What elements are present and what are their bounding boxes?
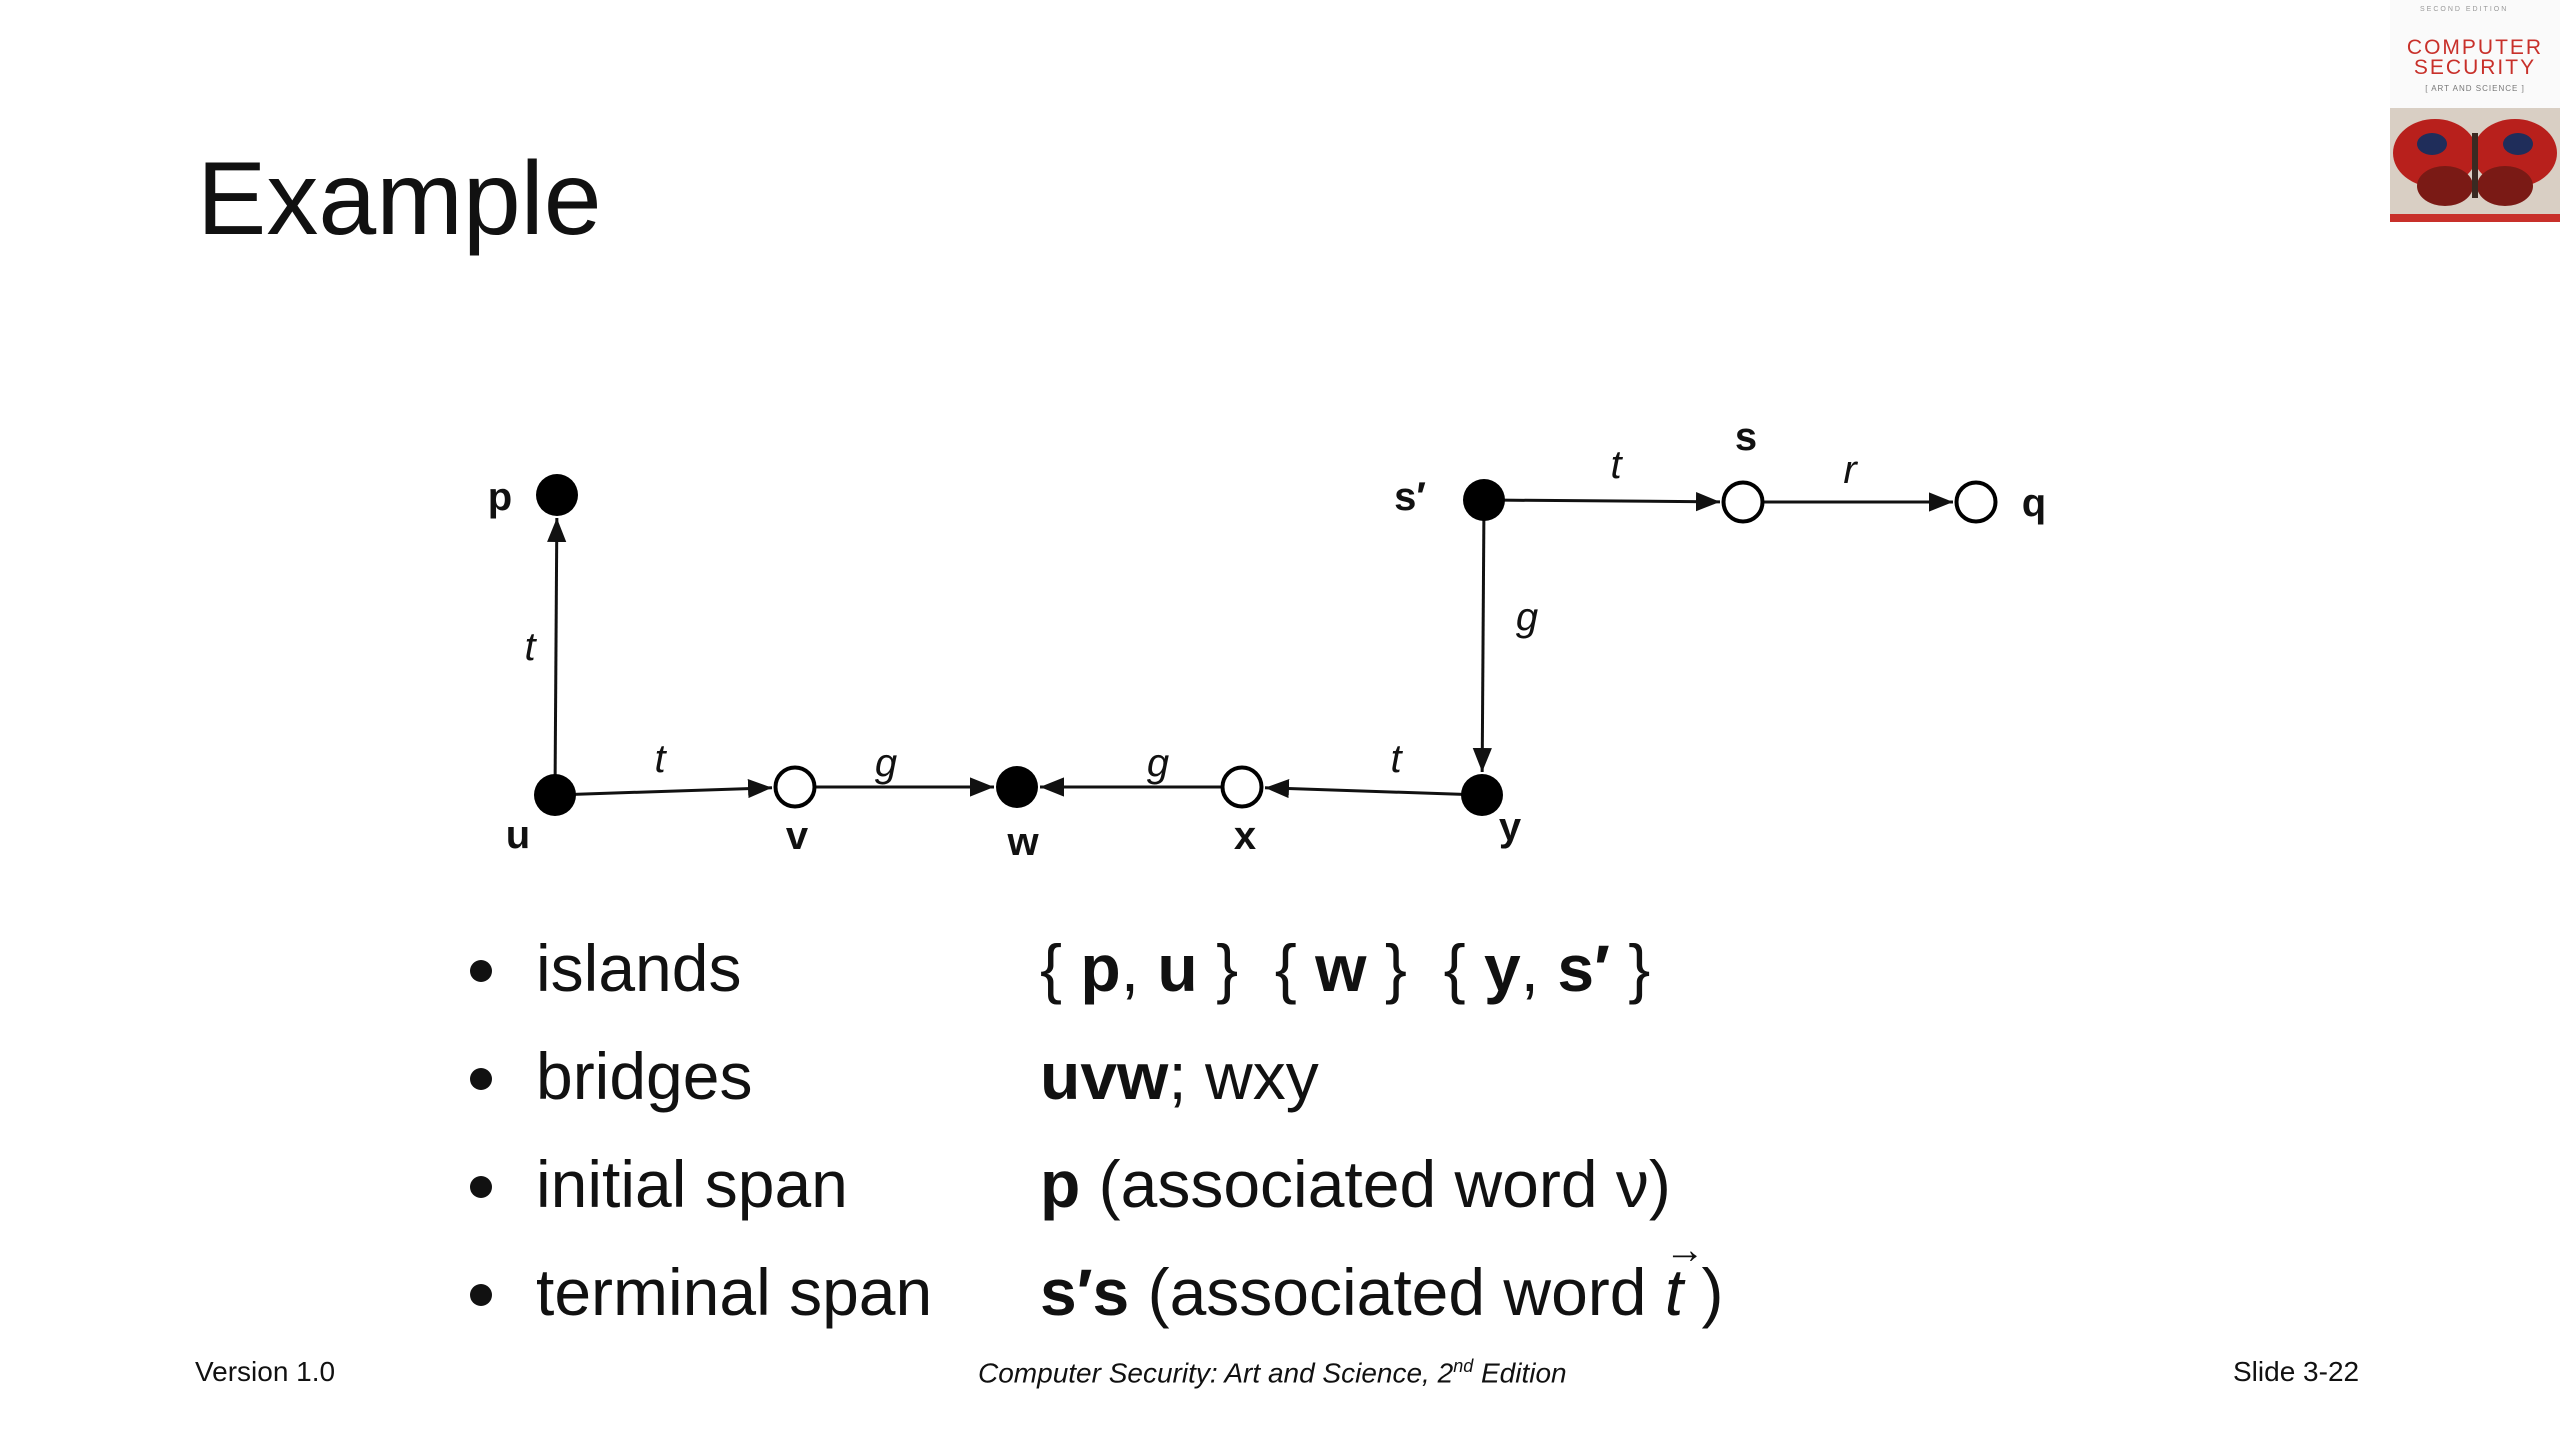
node-s_prime-subject <box>1463 479 1505 521</box>
node-w-subject <box>996 766 1038 808</box>
footer-book-title-main: Computer Security: Art and Science, 2 <box>978 1357 1454 1389</box>
cover-title-line1: COMPUTER <box>2406 36 2544 59</box>
bullet-icon <box>470 1284 492 1306</box>
edge-label-s-to-q: r <box>1843 448 1858 492</box>
slide-title: Example <box>197 141 602 257</box>
node-s-object <box>1721 480 1765 524</box>
cover-background <box>2390 0 2560 110</box>
butterfly-hindwing-left <box>2417 166 2473 206</box>
bullet-term: islands <box>536 931 742 1005</box>
edge-label-x-to-w: g <box>1147 741 1169 785</box>
bullet-item-terminal-span: terminal span s′s (associated word →t ) <box>460 1228 1860 1344</box>
cover-title: COMPUTER SECURITY <box>2400 36 2550 79</box>
bullet-term: terminal span <box>536 1255 933 1329</box>
bullet-term: initial span <box>536 1147 848 1221</box>
footer-book-title-end: Edition <box>1473 1357 1567 1389</box>
bullet-item-islands: islands { p, u } { w } { y, s′ } <box>460 930 1860 1020</box>
edge-label-s_prime-to-y: g <box>1516 595 1538 639</box>
node-u-subject <box>534 774 576 816</box>
butterfly-eye-left <box>2417 133 2447 155</box>
graph-nodes: p u v w x y s′ s q <box>488 415 2046 864</box>
cover-subtitle: [ ART AND SCIENCE ] <box>2425 84 2525 93</box>
node-label-w: w <box>1006 820 1039 864</box>
butterfly-hindwing-right <box>2477 166 2533 206</box>
node-label-y: y <box>1499 805 1522 849</box>
edge-label-y-to-x: t <box>1390 737 1403 781</box>
bullet-icon <box>470 1068 492 1090</box>
node-label-v: v <box>786 814 809 858</box>
graph-edges: t t g g t g t r <box>524 443 1953 799</box>
butterfly-eye-right <box>2503 133 2533 155</box>
rights-graph: t t g g t g t r p u v w x y s′ s q <box>488 415 2046 864</box>
node-x-object <box>1220 765 1264 809</box>
edge-u-to-v <box>573 778 773 799</box>
cover-edition-text: SECOND EDITION <box>2420 6 2509 13</box>
footer-book-title-sup: nd <box>1453 1356 1474 1376</box>
node-label-x: x <box>1234 814 1256 858</box>
bullet-definition: s′s (associated word →t ) <box>1040 1228 1724 1329</box>
bullet-icon <box>470 960 492 982</box>
footer-book-title: Computer Security: Art and Science, 2nd … <box>978 1356 1567 1389</box>
cover-title-line2: SECURITY <box>2413 56 2537 79</box>
node-q-object <box>1954 480 1998 524</box>
bullet-term: bridges <box>536 1039 753 1113</box>
butterfly-illustration <box>2390 108 2560 222</box>
bullet-icon <box>470 1176 492 1198</box>
edge-label-s_prime-to-s: t <box>1610 443 1623 487</box>
node-label-s_prime: s′ <box>1394 475 1426 519</box>
footer-slide-number: Slide 3-22 <box>2233 1356 2360 1387</box>
node-v-object <box>773 765 817 809</box>
bullet-item-bridges: bridges uvw; wxy <box>460 1038 1860 1128</box>
node-label-u: u <box>506 813 530 857</box>
butterfly-body <box>2472 133 2478 198</box>
cover-banner <box>2390 214 2560 222</box>
edge-label-u-to-v: t <box>654 737 667 781</box>
edge-s_prime-to-s <box>1502 492 1721 512</box>
footer-version: Version 1.0 <box>195 1356 336 1387</box>
node-y-subject <box>1461 774 1503 816</box>
edge-y-to-x <box>1264 778 1464 799</box>
node-p-subject <box>536 474 578 516</box>
edge-label-u-to-p: t <box>524 625 537 669</box>
edge-s_prime-to-y <box>1472 518 1492 773</box>
bullet-definition: uvw; wxy <box>1040 1039 1319 1113</box>
bullet-definition: p (associated word ν) <box>1040 1147 1671 1221</box>
book-cover-image: SECOND EDITION COMPUTER SECURITY [ ART A… <box>2390 0 2560 222</box>
bullet-definition: { p, u } { w } { y, s′ } <box>1040 931 1651 1005</box>
node-label-s: s <box>1735 415 1757 459</box>
bullet-item-initial-span: initial span p (associated word ν) <box>460 1146 1860 1236</box>
edge-label-v-to-w: g <box>875 741 897 785</box>
node-label-q: q <box>2022 481 2046 525</box>
node-label-p: p <box>488 475 512 519</box>
edge-u-to-p <box>547 517 567 777</box>
